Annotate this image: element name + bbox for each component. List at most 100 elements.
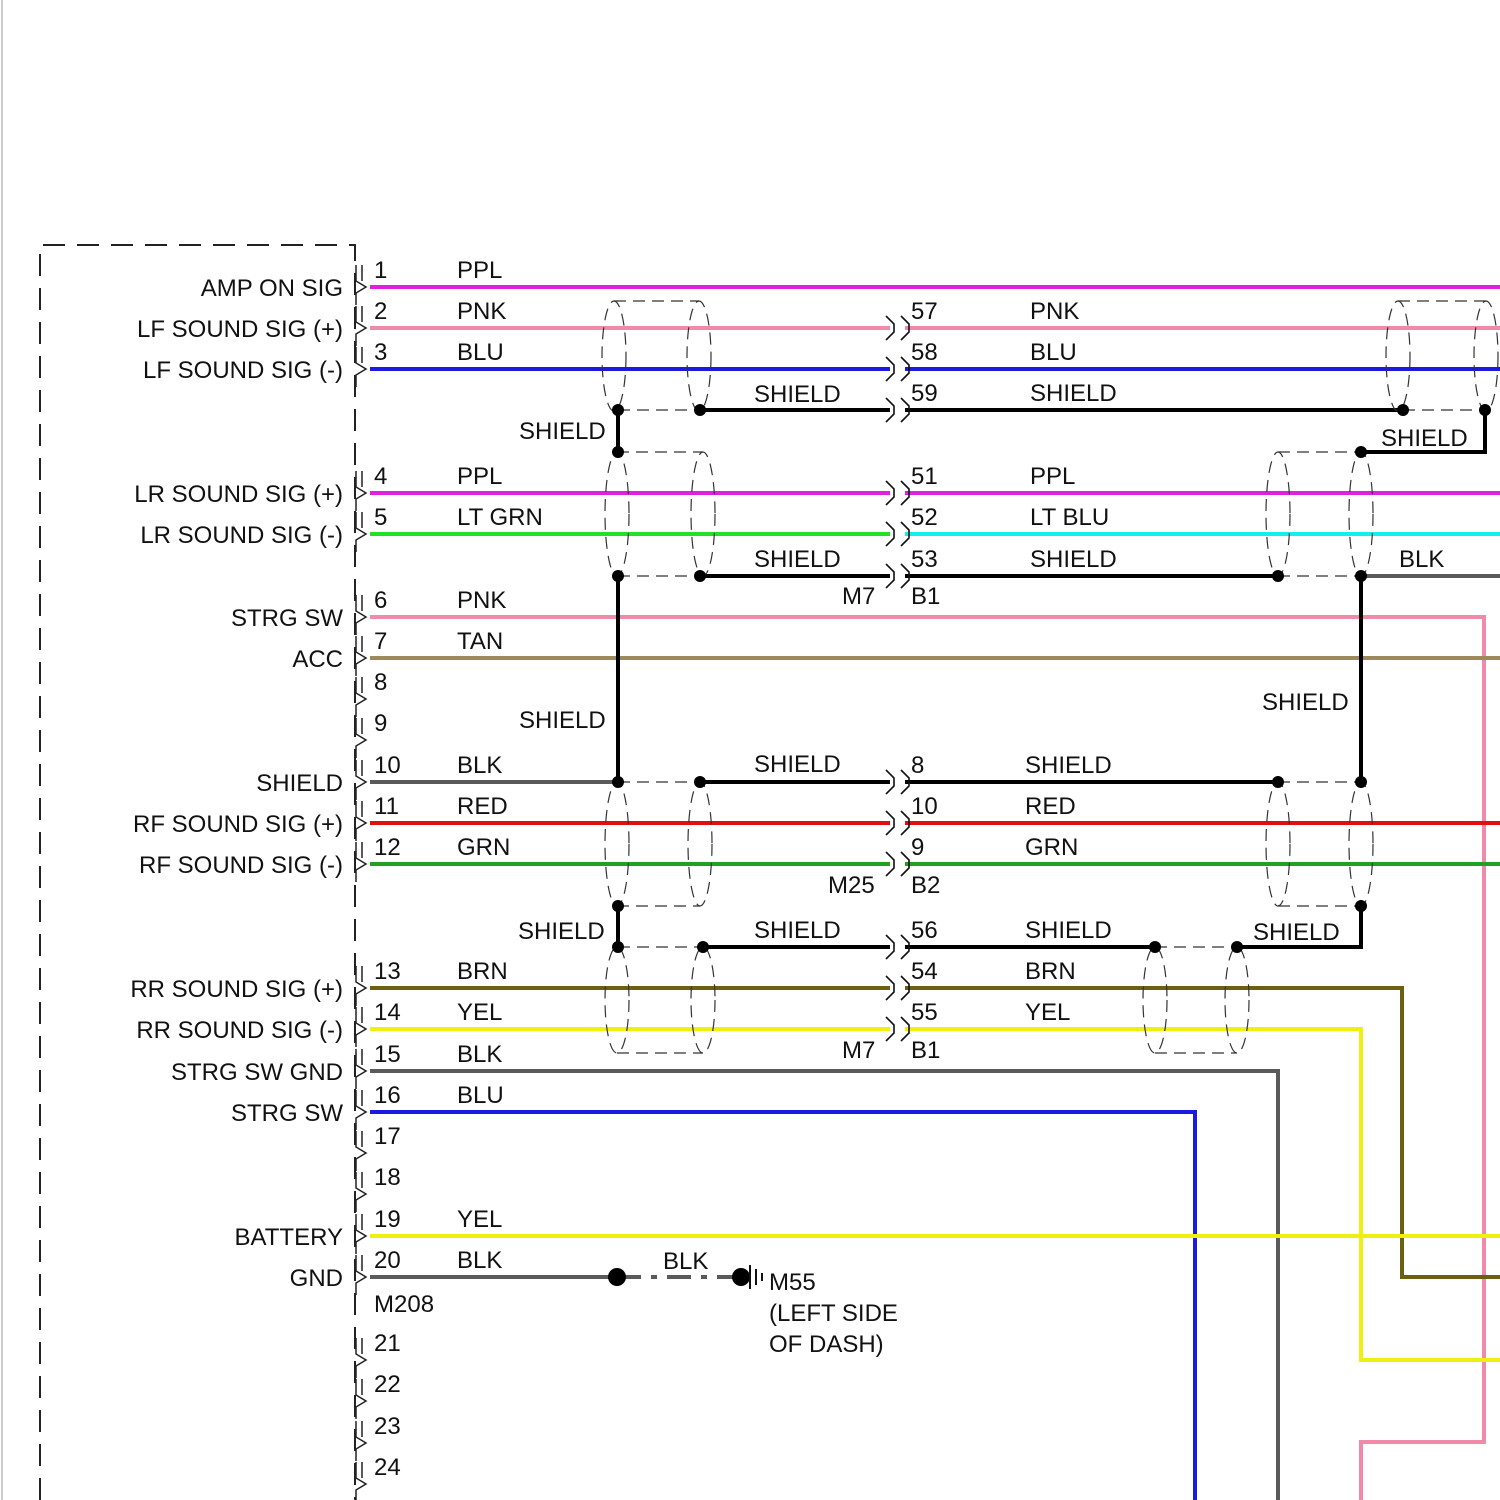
far-pin-number: 52 — [911, 504, 938, 531]
far-wire-label: BRN — [1025, 958, 1076, 985]
pin-tick — [356, 471, 366, 511]
signal-label: LR SOUND SIG (-) — [140, 522, 343, 549]
shield-label: SHIELD — [519, 707, 606, 734]
pin-tick — [356, 512, 366, 552]
signal-label: GND — [290, 1265, 343, 1292]
pin-tick — [356, 1421, 366, 1461]
pin-number: 24 — [374, 1454, 401, 1481]
ground-point-label: M55 — [769, 1269, 816, 1296]
pin-tick — [356, 636, 366, 676]
pin-number: 5 — [374, 504, 387, 531]
wire-color-label: PNK — [457, 298, 506, 325]
far-pin-number: 55 — [911, 999, 938, 1026]
wire-color-label: BLU — [457, 1082, 504, 1109]
wire-pin-15-blk — [370, 1071, 1278, 1500]
wire-color-label: TAN — [457, 628, 503, 655]
module-connector-label: M208 — [374, 1291, 434, 1318]
pin-number: 20 — [374, 1247, 401, 1274]
wire-color-label: BLK — [457, 752, 502, 779]
connector-m7-label: M7 — [842, 1037, 875, 1064]
pin-tick — [356, 1338, 366, 1378]
far-wire-label: LT BLU — [1030, 504, 1109, 531]
wire-color-label: YEL — [457, 1206, 502, 1233]
wire-color-label: LT GRN — [457, 504, 543, 531]
pin-number: 19 — [374, 1206, 401, 1233]
signal-label: STRG SW — [231, 605, 343, 632]
signal-label: RF SOUND SIG (-) — [139, 852, 343, 879]
inline-connector-symbols — [886, 316, 909, 1041]
wire-color-label: BRN — [457, 958, 508, 985]
pin-tick — [356, 677, 366, 717]
ground-wire-label: BLK — [663, 1248, 708, 1275]
pin-number: 22 — [374, 1371, 401, 1398]
signal-label: RR SOUND SIG (-) — [136, 1017, 343, 1044]
far-wire-label: BLU — [1030, 339, 1077, 366]
shield-label: SHIELD — [754, 917, 841, 944]
pin-tick — [356, 1090, 366, 1130]
pin-tick — [356, 265, 366, 305]
pin-tick — [356, 347, 366, 387]
pin-number: 16 — [374, 1082, 401, 1109]
wire-color-label: PNK — [457, 587, 506, 614]
far-wire-label: GRN — [1025, 834, 1078, 861]
signal-label: RR SOUND SIG (+) — [130, 976, 343, 1003]
pin-tick — [356, 1172, 366, 1212]
pin-number: 6 — [374, 587, 387, 614]
shield-label: SHIELD — [518, 918, 605, 945]
connector-m25-label: M25 — [828, 872, 875, 899]
connector-m7-label: M7 — [842, 583, 875, 610]
shield-label: SHIELD — [754, 546, 841, 573]
shield-labels: SHIELD SHIELD SHIELD SHIELD SHIELD SHIEL… — [518, 381, 1468, 946]
far-pin-number: 56 — [911, 917, 938, 944]
far-pin-number: 9 — [911, 834, 924, 861]
signal-label: BATTERY — [235, 1224, 343, 1251]
far-wire-label: SHIELD — [1025, 752, 1112, 779]
far-side-labels: 57PNK58BLU59SHIELD51PPL52LT BLU53SHIELD8… — [911, 298, 1117, 1026]
far-wire-label: PNK — [1030, 298, 1079, 325]
wire-color-label: RED — [457, 793, 508, 820]
signal-label: AMP ON SIG — [201, 275, 343, 302]
pin-tick — [356, 306, 366, 346]
wire-color-label: GRN — [457, 834, 510, 861]
pin-tick — [356, 595, 366, 635]
module-signal-labels: AMP ON SIGLF SOUND SIG (+)LF SOUND SIG (… — [130, 275, 343, 1292]
signal-label: LR SOUND SIG (+) — [134, 481, 343, 508]
shield-label: SHIELD — [1253, 919, 1340, 946]
pin-number: 17 — [374, 1123, 401, 1150]
far-pin-number: 59 — [911, 380, 938, 407]
connector-b1-label: B1 — [911, 1037, 940, 1064]
far-wire-label: YEL — [1025, 999, 1070, 1026]
pin-number: 3 — [374, 339, 387, 366]
ground-location-line2: OF DASH) — [769, 1331, 884, 1358]
pin-tick — [356, 1214, 366, 1254]
blk-label: BLK — [1399, 546, 1444, 573]
far-wire-label: RED — [1025, 793, 1076, 820]
shield-label: SHIELD — [1381, 425, 1468, 452]
pin-number: 10 — [374, 752, 401, 779]
signal-label: LF SOUND SIG (+) — [137, 316, 343, 343]
connector-b2-label: B2 — [911, 872, 940, 899]
pin-number: 4 — [374, 463, 387, 490]
pin-number: 21 — [374, 1330, 401, 1357]
pin-tick — [356, 1379, 366, 1419]
pin-tick — [356, 1462, 366, 1500]
pin-number: 23 — [374, 1413, 401, 1440]
wire-color-label: BLK — [457, 1247, 502, 1274]
far-wire-label: SHIELD — [1025, 917, 1112, 944]
pin-tick — [356, 1049, 366, 1089]
wire-color-label: BLK — [457, 1041, 502, 1068]
pin-tick — [356, 966, 366, 1006]
pin-tick — [356, 801, 366, 841]
signal-label: STRG SW GND — [171, 1059, 343, 1086]
pin-number: 7 — [374, 628, 387, 655]
far-pin-number: 51 — [911, 463, 938, 490]
wire-color-label: YEL — [457, 999, 502, 1026]
signal-label: SHIELD — [256, 770, 343, 797]
pin-tick — [356, 842, 366, 882]
signal-label: STRG SW — [231, 1100, 343, 1127]
far-pin-number: 10 — [911, 793, 938, 820]
far-pin-number: 53 — [911, 546, 938, 573]
pin-number: 1 — [374, 257, 387, 284]
far-wire-label: SHIELD — [1030, 380, 1117, 407]
